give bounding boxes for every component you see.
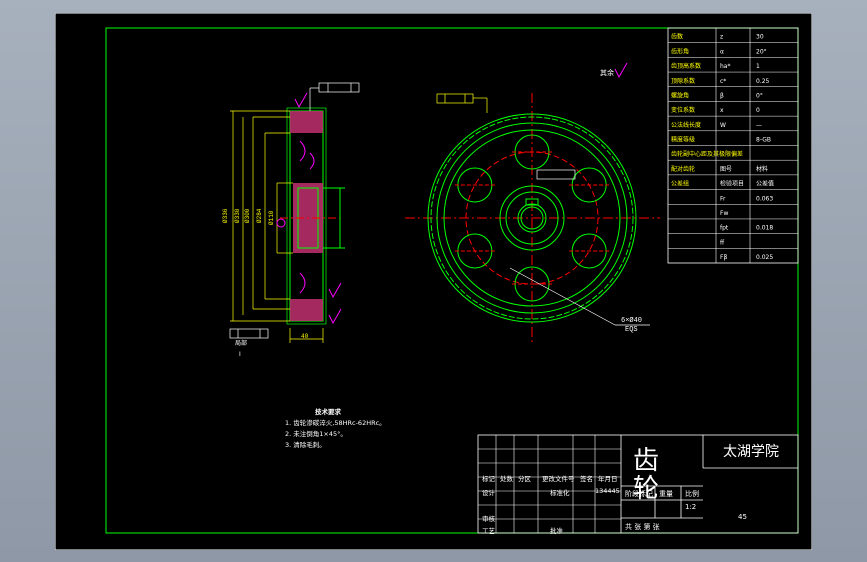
rev-doc: 更改文件号: [542, 475, 575, 483]
param-cell: 检验项目: [720, 180, 744, 188]
param-cell: ha*: [720, 63, 730, 70]
part-name: 齿轮: [633, 446, 660, 504]
hole-callout-eqs: EQS: [625, 326, 638, 334]
process-label: 工艺: [482, 527, 495, 535]
rev-zone: 分区: [518, 475, 531, 483]
param-cell: 公差组: [671, 180, 689, 188]
detail-tag-mark: Ⅰ: [239, 351, 241, 358]
drawing-frame: [105, 27, 799, 534]
param-cell: Fr: [720, 195, 726, 202]
param-cell: 齿顶高系数: [671, 62, 701, 70]
hole-callout-size: 6×Ø40: [621, 317, 643, 325]
param-cell: 螺旋角: [671, 91, 689, 99]
param-cell: 0.025: [756, 254, 773, 261]
param-cell: 顶隙系数: [671, 77, 695, 85]
param-cell: 公差值: [756, 180, 774, 188]
title-block: [477, 434, 799, 534]
note-item-3: 3. 清除毛刺。: [285, 441, 326, 449]
svg-text:40: 40: [301, 333, 309, 340]
front-view: [405, 62, 660, 343]
param-cell: 图号: [720, 166, 732, 173]
svg-text:Ø300: Ø300: [244, 208, 251, 223]
rev-mark: 标记: [482, 475, 495, 483]
weight-label: 重量: [659, 490, 673, 498]
detail-tag-label: 局部: [235, 340, 248, 347]
param-cell: x: [720, 107, 724, 114]
school-name: 太湖学院: [723, 444, 779, 460]
svg-text:Ø330: Ø330: [234, 208, 241, 223]
param-cell: 0.063: [756, 195, 773, 202]
roughness-note: 其余: [600, 69, 614, 77]
stage-label: 阶段标记: [625, 490, 653, 498]
param-cell: 材料: [756, 165, 768, 173]
param-cell: 齿形角: [671, 47, 689, 55]
param-cell: 变位系数: [671, 106, 695, 114]
svg-text:Ø284: Ø284: [256, 208, 263, 223]
svg-text:Ø110: Ø110: [268, 210, 275, 225]
param-cell: fpt: [720, 225, 729, 232]
param-cell: β: [720, 92, 724, 99]
param-cell: 1: [756, 63, 760, 70]
param-cell: 0: [756, 107, 760, 114]
param-cell: 精度等级: [671, 136, 695, 144]
rev-sign: 签名: [580, 475, 593, 483]
sheets-label: 共 张 第 张: [625, 523, 660, 531]
param-cell: 公法线长度: [671, 121, 701, 129]
standardize-label: 标准化: [550, 489, 570, 497]
scale-label: 比例: [685, 490, 699, 498]
param-cell: W: [720, 122, 726, 129]
param-cell: z: [720, 34, 723, 41]
note-item-2: 2. 未注倒角1×45°。: [285, 430, 347, 438]
param-cell: 齿轮副中心距及其极限偏差: [671, 150, 743, 158]
outer-border: [55, 13, 812, 550]
param-cell: Fw: [720, 210, 728, 217]
param-cell: 30: [756, 34, 764, 41]
scale-value: 1:2: [685, 503, 697, 511]
rev-date: 年月日: [598, 475, 618, 483]
param-cell: 配对齿轮: [671, 165, 695, 173]
technical-notes: 技术要求 1. 齿轮渗碳淬火,58HRc-62HRc。 2. 未注倒角1×45°…: [285, 407, 386, 451]
hole-callout: 6×Ø40 EQS: [621, 317, 642, 335]
rev-count: 处数: [500, 475, 513, 483]
note-item-1: 1. 齿轮渗碳淬火,58HRc-62HRc。: [285, 419, 386, 427]
param-cell: 0.25: [756, 78, 770, 85]
param-cell: —: [756, 122, 762, 129]
param-cell: 0°: [756, 92, 763, 99]
designer-label: 设计: [482, 489, 495, 497]
section-view: Ø336 Ø330 Ø300 Ø284 Ø110 40: [222, 82, 360, 343]
param-cell: 0.018: [756, 225, 773, 232]
drawn-number: 134445: [595, 487, 620, 495]
material-value: 45: [738, 513, 747, 521]
param-cell: ff: [720, 239, 725, 246]
param-cell: Fβ: [720, 254, 727, 261]
cad-viewport[interactable]: Ø336 Ø330 Ø300 Ø284 Ø110 40: [55, 13, 812, 550]
detail-tag: 局部 Ⅰ: [235, 338, 247, 360]
param-cell: c*: [720, 78, 726, 85]
param-cell: α: [720, 48, 724, 55]
gear-drawing: Ø336 Ø330 Ø300 Ø284 Ø110 40: [55, 13, 812, 550]
approve-label: 批准: [550, 527, 563, 535]
param-cell: 20°: [756, 48, 767, 55]
svg-text:Ø336: Ø336: [222, 208, 229, 223]
notes-title: 技术要求: [315, 408, 341, 416]
param-cell: 齿数: [671, 33, 683, 41]
review-label: 审核: [482, 515, 495, 523]
parameter-table: 齿数 z 30 齿形角 α 20° 齿顶高系数 ha* 1 顶隙系数 c* 0.25 螺旋角 β 0° 变位系…: [667, 27, 799, 264]
param-cell: 8-GB: [756, 137, 771, 144]
